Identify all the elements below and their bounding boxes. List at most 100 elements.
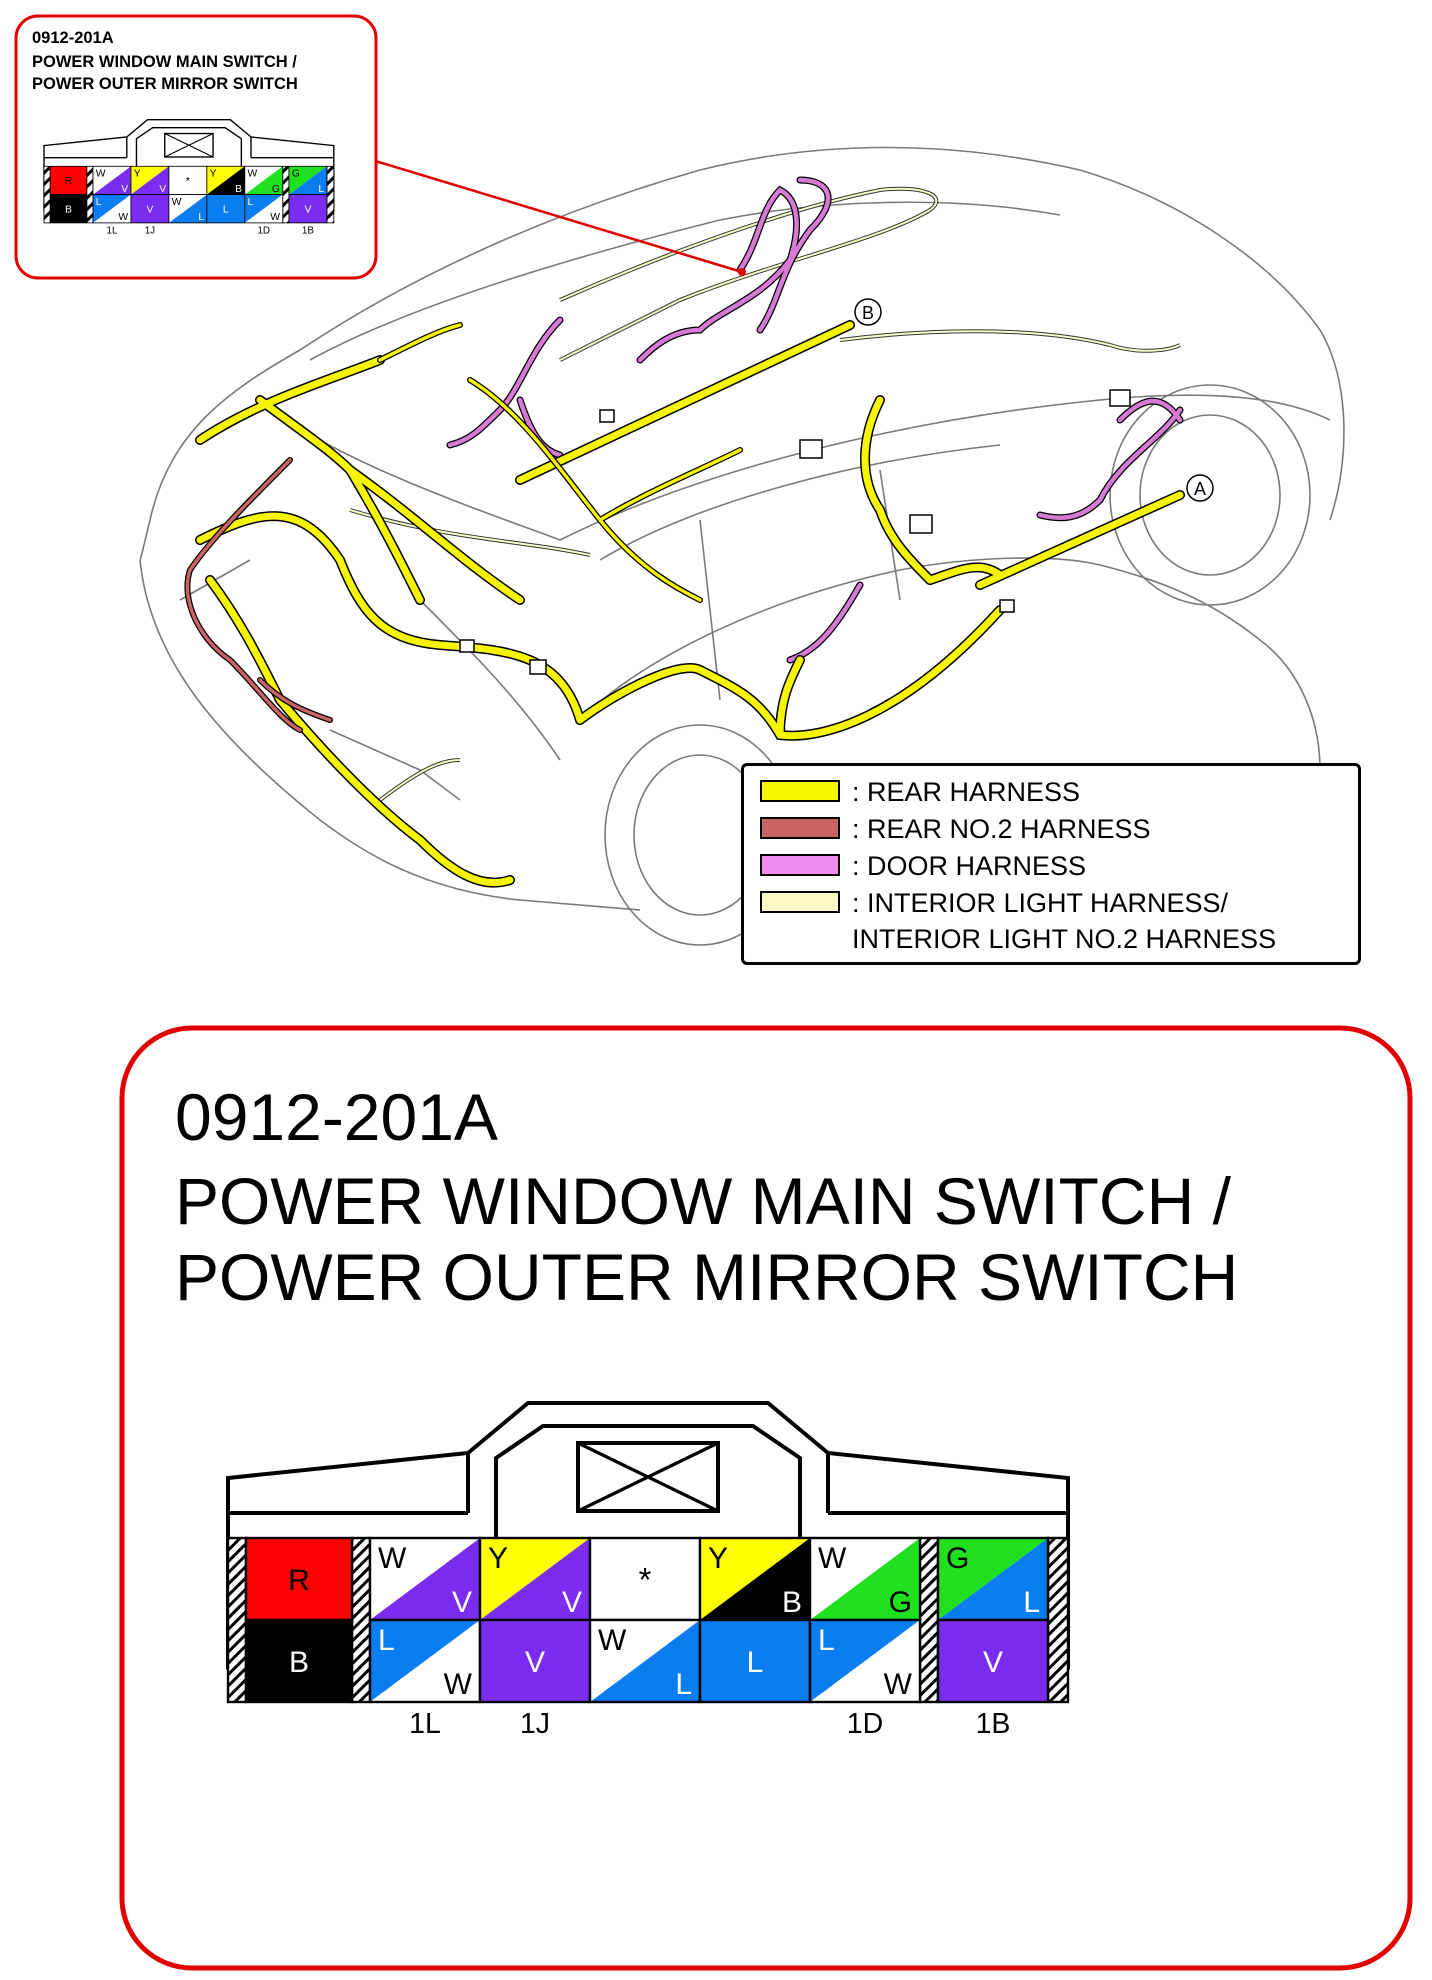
connector-pin-label: Y <box>134 169 141 180</box>
connector-pin-lower <box>244 194 283 223</box>
connector-pin <box>206 194 246 224</box>
connector-pin-label: L <box>675 1668 692 1701</box>
small-callout-code: 0912-201A <box>32 29 114 47</box>
connector-pin-label: Y <box>708 1542 728 1575</box>
connector-pin-number: 1J <box>520 1708 550 1740</box>
harness-legend: : REAR HARNESS : REAR NO.2 HARNESS : DOO… <box>741 763 1361 965</box>
connector-pin-label: V <box>146 205 153 216</box>
connector-hatch-strip <box>350 1536 372 1704</box>
legend-item-door-harness: : DOOR HARNESS <box>760 848 1086 884</box>
connector-latch <box>466 1424 830 1538</box>
connector-pin-lower <box>130 166 169 195</box>
connector-pin-number: 1D <box>257 226 270 237</box>
connector-pin-label: L <box>378 1624 395 1657</box>
connector-pin-label: L <box>318 184 324 195</box>
connector-pin-label: W <box>172 197 182 208</box>
connector-pin <box>808 1618 922 1704</box>
connector-pin-label: V <box>159 184 166 195</box>
connector-pin-lower <box>480 1538 590 1620</box>
connector-pin-label: L <box>223 205 229 216</box>
connector-blocks <box>459 389 1131 675</box>
connector-pin-number: 1D <box>847 1708 883 1740</box>
callout-target-dot <box>738 268 746 276</box>
connector-pin-number: 1B <box>976 1708 1011 1740</box>
connector-pin-label: L <box>198 212 204 223</box>
location-marker-b: B <box>854 298 882 326</box>
connector-pin <box>244 194 284 224</box>
connector-pin-label: W <box>118 212 128 223</box>
connector-pin-label: W <box>248 169 258 180</box>
connector-pin <box>936 1618 1050 1704</box>
connector-pin-label: W <box>884 1668 913 1701</box>
connector-pin-lower <box>92 166 131 195</box>
legend-swatch <box>760 854 840 876</box>
connector-pin-label: B <box>65 205 72 216</box>
legend-item-rear-harness: : REAR HARNESS <box>760 774 1080 810</box>
big-callout-title-line2: POWER OUTER MIRROR SWITCH <box>175 1240 1239 1314</box>
connector-pin-upper <box>206 166 245 195</box>
connector-pin-number: 1J <box>145 226 155 237</box>
connector-pin-label: G <box>272 184 280 195</box>
connector-pin-label: L <box>818 1624 835 1657</box>
connector-hatch-strip <box>226 1536 248 1704</box>
connector-pin-label: W <box>598 1624 627 1657</box>
connector-pin-upper <box>244 194 283 223</box>
connector-pin <box>478 1618 592 1704</box>
connector-hatch-strip <box>1046 1536 1070 1704</box>
connector-pin-label: V <box>525 1646 545 1679</box>
connector-pin-label: V <box>562 1586 582 1619</box>
connector-pin <box>244 1536 354 1622</box>
connector-pin-number: 1L <box>106 226 117 237</box>
front-wheel <box>1109 384 1311 606</box>
connector-pin-label: R <box>288 1564 310 1597</box>
connector-hatch-strip <box>282 165 290 224</box>
connector-pin-label: * <box>186 176 191 188</box>
connector-lock-cross <box>577 1441 719 1513</box>
legend-item-rear-no2-harness: : REAR NO.2 HARNESS <box>760 811 1151 847</box>
connector-pin-label: V <box>304 205 311 216</box>
connector-pin <box>49 194 88 224</box>
connector-pin-upper <box>288 166 327 195</box>
callout-leader-line <box>371 158 743 274</box>
legend-label: : INTERIOR LIGHT HARNESS/ INTERIOR LIGHT… <box>852 888 1277 954</box>
connector-hatch-strip <box>326 165 335 224</box>
connector-pin-label: G <box>946 1542 969 1575</box>
svg-text:B: B <box>862 303 874 323</box>
location-marker-a: A <box>1186 474 1214 502</box>
connector-pin-label: V <box>983 1646 1003 1679</box>
connector-latch <box>126 126 252 167</box>
connector-hatch-strip <box>43 165 51 224</box>
connector-pin-upper <box>92 166 131 195</box>
connector-lock-cross <box>164 133 214 158</box>
connector-pin-lower <box>370 1538 480 1620</box>
connector-pin-label: Y <box>488 1542 508 1575</box>
legend-label: : REAR NO.2 HARNESS <box>852 814 1151 844</box>
connector-pin-lower <box>288 166 327 195</box>
legend-swatch <box>760 891 840 913</box>
connector-pin <box>49 165 88 196</box>
connector-pin-label: W <box>444 1668 473 1701</box>
connector-pin-number: 1B <box>302 226 314 237</box>
small-callout-title-line2: POWER OUTER MIRROR SWITCH <box>32 75 298 93</box>
big-callout-code: 0912-201A <box>175 1080 498 1154</box>
connector-pin-label: W <box>96 169 106 180</box>
connector-pin-upper <box>92 194 131 223</box>
rear-harness-fill <box>196 321 1184 887</box>
connector-pin-label: B <box>235 184 242 195</box>
connector-pin-label: L <box>747 1646 764 1679</box>
connector-pin-label: L <box>1023 1586 1040 1619</box>
connector-pin-label: V <box>452 1586 472 1619</box>
connector-pin <box>130 194 170 224</box>
connector-pin-upper <box>244 166 283 195</box>
legend-swatch <box>760 780 840 802</box>
connector-pin-label: R <box>65 176 72 187</box>
connector-pin <box>588 1536 702 1622</box>
car-body-outline <box>139 146 1345 911</box>
rear-no2-harness-fill <box>185 458 332 732</box>
connector-pin-lower <box>370 1620 480 1702</box>
connector-pin-label: G <box>292 169 300 180</box>
svg-text:A: A <box>1194 479 1206 499</box>
